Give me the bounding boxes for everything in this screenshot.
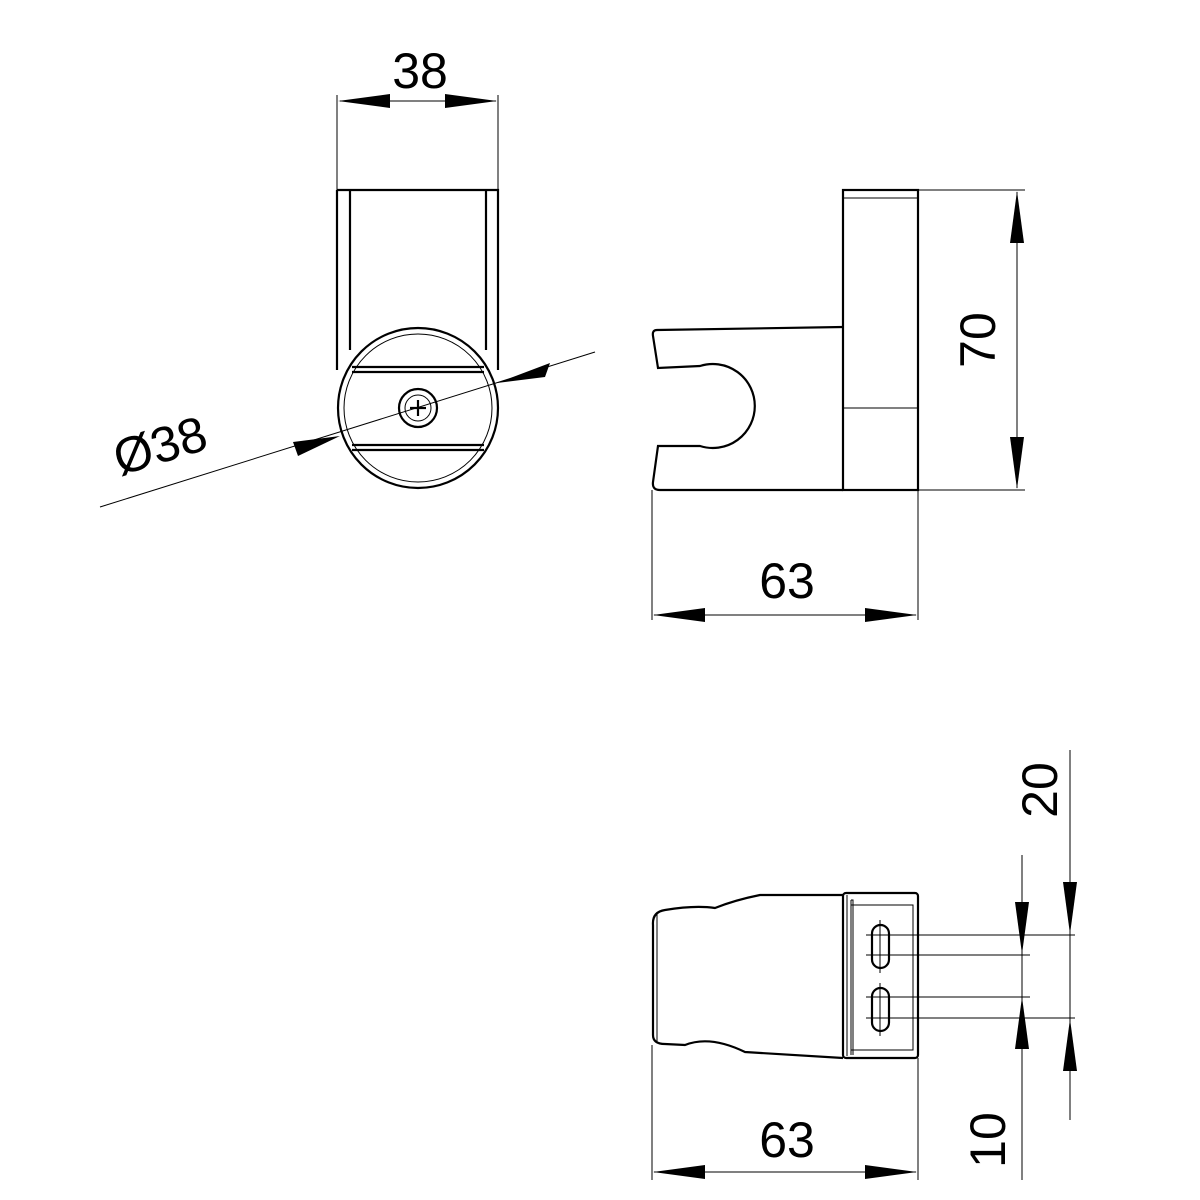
- dim-front-width: 38: [392, 43, 448, 99]
- dim-side-height: 70: [950, 312, 1006, 368]
- dim-bottom-slot-offset: 10: [960, 1112, 1016, 1168]
- bottom-view: [651, 750, 1077, 1180]
- front-view: [99, 94, 596, 508]
- dim-bottom-depth: 63: [759, 1112, 815, 1168]
- dim-side-depth: 63: [759, 553, 815, 609]
- dim-front-diameter: Ø38: [107, 405, 214, 486]
- dim-bottom-slot-spacing: 20: [1012, 762, 1068, 818]
- side-view: [651, 188, 1025, 622]
